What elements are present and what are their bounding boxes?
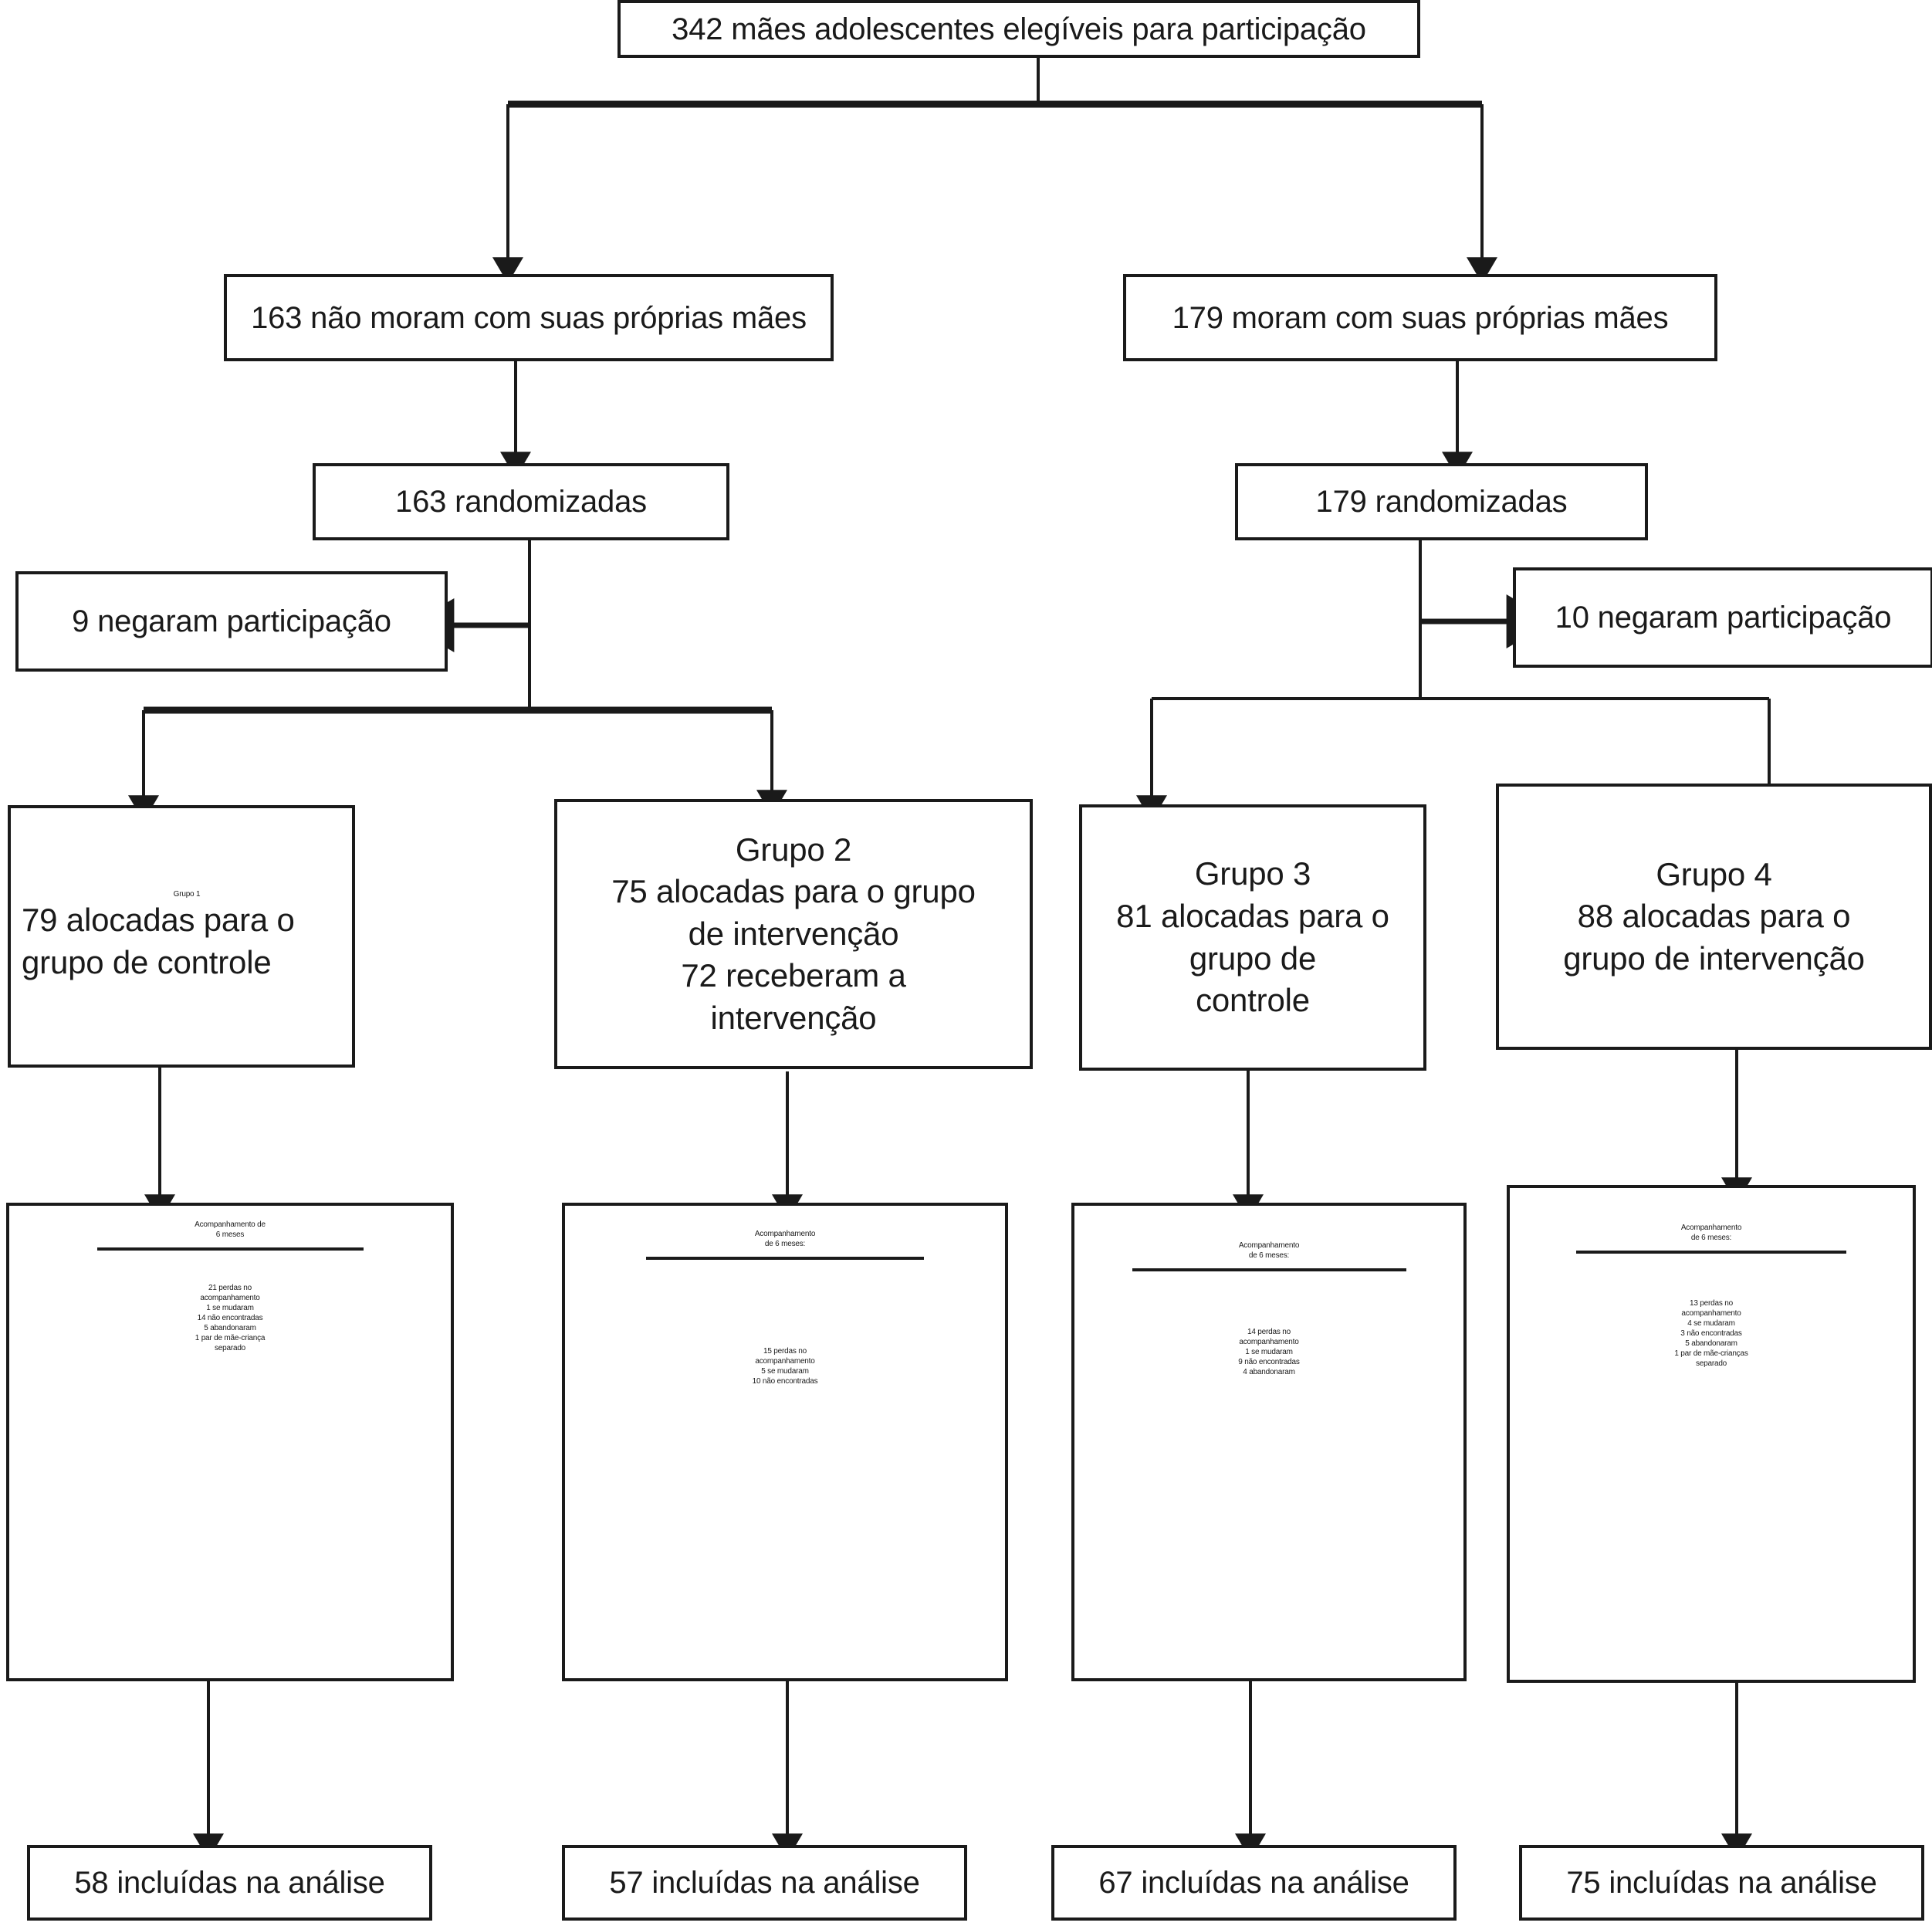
connector-eligible-split (506, 58, 1484, 147)
node-group-3-line-4: controle (1196, 982, 1310, 1019)
node-followup-4-line-1: 13 perdas no (1690, 1299, 1733, 1308)
node-refused-right-label: 10 negaram participação (1555, 601, 1892, 635)
node-followup-4-line-7: separado (1695, 1359, 1727, 1368)
node-followup-4-heading-2: de 6 meses: (1690, 1234, 1732, 1242)
node-eligible: 342 mães adolescentes elegíveis para par… (617, 0, 1420, 58)
node-followup-4-divider (1576, 1251, 1846, 1254)
node-group-4: Grupo 4 88 alocadas para o grupo de inte… (1496, 784, 1932, 1050)
node-analysis-1: 58 incluídas na análise (27, 1845, 432, 1921)
node-followup-1-line-1: 21 perdas no (208, 1284, 252, 1292)
node-followup-4-line-3: 4 se mudaram (1687, 1319, 1735, 1328)
node-followup-3-line-4: 9 não encontradas (1238, 1358, 1300, 1366)
node-followup-1-line-5: 5 abandonaram (204, 1324, 256, 1332)
node-group-2-line-3: de intervenção (688, 915, 899, 952)
node-followup-1-line-2: acompanhamento (200, 1294, 260, 1302)
node-followup-1-line-4: 14 não encontradas (197, 1314, 263, 1322)
node-followup-1: Acompanhamento de 6 meses 21 perdas no a… (6, 1203, 454, 1681)
node-randomized-right: 179 randomizadas (1235, 463, 1648, 540)
node-group-1-line-2: 79 alocadas para o (22, 901, 295, 938)
connector-rand-left-split (128, 706, 787, 822)
node-followup-2-line-1: 15 perdas no (763, 1347, 807, 1356)
node-group-1-line-3: grupo de controle (22, 943, 272, 980)
node-followup-3-line-5: 4 abandonaram (1243, 1368, 1295, 1376)
node-randomized-left-label: 163 randomizadas (395, 485, 647, 519)
node-eligible-label: 342 mães adolescentes elegíveis para par… (672, 12, 1366, 46)
node-analysis-3: 67 incluídas na análise (1051, 1845, 1457, 1921)
node-followup-1-line-3: 1 se mudaram (206, 1304, 254, 1312)
node-followup-2-line-3: 5 se mudaram (761, 1367, 809, 1376)
node-analysis-2-label: 57 incluídas na análise (609, 1866, 920, 1900)
node-group-2-line-2: 75 alocadas para o grupo (611, 873, 976, 910)
node-living-label: 179 moram com suas próprias mães (1172, 300, 1669, 335)
node-followup-2: Acompanhamento de 6 meses: 15 perdas no … (562, 1203, 1008, 1681)
node-followup-1-heading-1: Acompanhamento de (195, 1220, 266, 1229)
connector-rand-right-refused (1419, 540, 1553, 699)
node-randomized-left: 163 randomizadas (313, 463, 729, 540)
node-followup-4: Acompanhamento de 6 meses: 13 perdas no … (1507, 1185, 1916, 1683)
node-group-4-line-3: grupo de intervenção (1563, 939, 1865, 977)
node-followup-1-divider (96, 1247, 364, 1251)
node-followup-4-line-5: 5 abandonaram (1685, 1339, 1737, 1348)
node-group-4-line-2: 88 alocadas para o (1577, 898, 1851, 935)
node-group-2-title: Grupo 2 (735, 831, 852, 868)
node-followup-1-line-6: 1 par de mãe-criança (195, 1334, 266, 1342)
node-followup-4-line-2: acompanhamento (1681, 1309, 1741, 1318)
node-group-3-line-2: 81 alocadas para o (1116, 897, 1389, 934)
node-living: 179 moram com suas próprias mães (1123, 274, 1717, 361)
node-followup-2-divider (646, 1257, 924, 1260)
node-followup-2-heading-2: de 6 meses: (764, 1240, 806, 1248)
node-group-3-line-3: grupo de (1189, 939, 1317, 977)
node-analysis-1-label: 58 incluídas na análise (74, 1866, 385, 1900)
node-group-1: Grupo 1 79 alocadas para o grupo de cont… (8, 805, 355, 1068)
node-followup-3-heading-1: Acompanhamento (1238, 1241, 1300, 1250)
node-analysis-3-label: 67 incluídas na análise (1098, 1866, 1409, 1900)
node-refused-right: 10 negaram participação (1513, 567, 1932, 668)
node-followup-3-heading-2: de 6 meses: (1248, 1251, 1290, 1260)
node-refused-left-label: 9 negaram participação (72, 604, 391, 638)
node-analysis-4-label: 75 incluídas na análise (1566, 1866, 1877, 1900)
node-followup-1-heading-2: 6 meses (215, 1230, 245, 1239)
node-followup-3: Acompanhamento de 6 meses: 14 perdas no … (1071, 1203, 1467, 1681)
node-followup-3-line-1: 14 perdas no (1247, 1328, 1291, 1336)
node-group-4-title: Grupo 4 (1656, 855, 1772, 892)
node-followup-2-heading-1: Acompanhamento (754, 1230, 816, 1238)
node-group-2-line-4: 72 receberam a (681, 957, 906, 994)
node-analysis-4: 75 incluídas na análise (1519, 1845, 1924, 1921)
node-refused-left: 9 negaram participação (15, 571, 448, 672)
node-followup-3-line-2: acompanhamento (1239, 1338, 1299, 1346)
node-followup-2-line-4: 10 não encontradas (752, 1377, 818, 1386)
node-followup-2-line-2: acompanhamento (755, 1357, 815, 1366)
node-group-3-title: Grupo 3 (1194, 855, 1311, 892)
node-followup-4-heading-1: Acompanhamento (1680, 1224, 1742, 1232)
connector-rand-left-refused (408, 540, 531, 710)
node-followup-4-line-6: 1 par de mãe-crianças (1674, 1349, 1748, 1358)
node-followup-3-divider (1132, 1268, 1406, 1271)
node-group-2-line-5: intervenção (710, 999, 877, 1036)
node-randomized-right-label: 179 randomizadas (1315, 485, 1568, 519)
node-not-living-label: 163 não moram com suas próprias mães (251, 300, 807, 335)
node-group-3: Grupo 3 81 alocadas para o grupo de cont… (1079, 804, 1426, 1071)
node-followup-1-line-7: separado (214, 1344, 246, 1352)
node-group-1-title: Grupo 1 (173, 889, 201, 899)
node-followup-3-line-3: 1 se mudaram (1245, 1348, 1293, 1356)
node-followup-4-line-4: 3 não encontradas (1680, 1329, 1742, 1338)
node-not-living: 163 não moram com suas próprias mães (224, 274, 834, 361)
node-group-2: Grupo 2 75 alocadas para o grupo de inte… (554, 799, 1033, 1069)
node-analysis-2: 57 incluídas na análise (562, 1845, 967, 1921)
